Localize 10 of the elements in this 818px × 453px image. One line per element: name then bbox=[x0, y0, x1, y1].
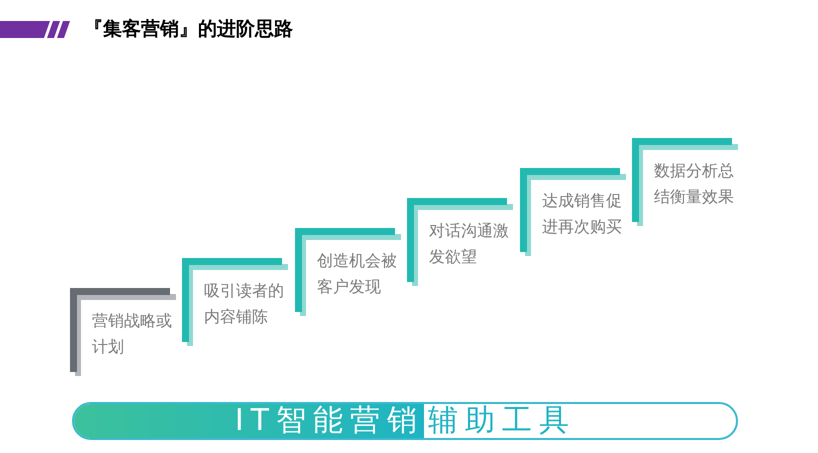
step-label: 对话沟通激发欲望 bbox=[429, 220, 510, 268]
step-label: 数据分析总结衡量效果 bbox=[654, 160, 735, 208]
banner-bar bbox=[72, 402, 738, 440]
title: 『集客营销』的进阶思路 bbox=[84, 17, 293, 42]
step-label: 创造机会被客户发现 bbox=[317, 250, 398, 298]
step-label: 达成销售促进再次购买 bbox=[542, 190, 623, 238]
banner-text: 辅助工具 bbox=[427, 404, 576, 438]
step-label: 营销战略或计划 bbox=[92, 310, 173, 358]
banner-highlight: IT智能营销 bbox=[74, 404, 424, 438]
step-label: 吸引读者的内容铺陈 bbox=[204, 280, 285, 328]
